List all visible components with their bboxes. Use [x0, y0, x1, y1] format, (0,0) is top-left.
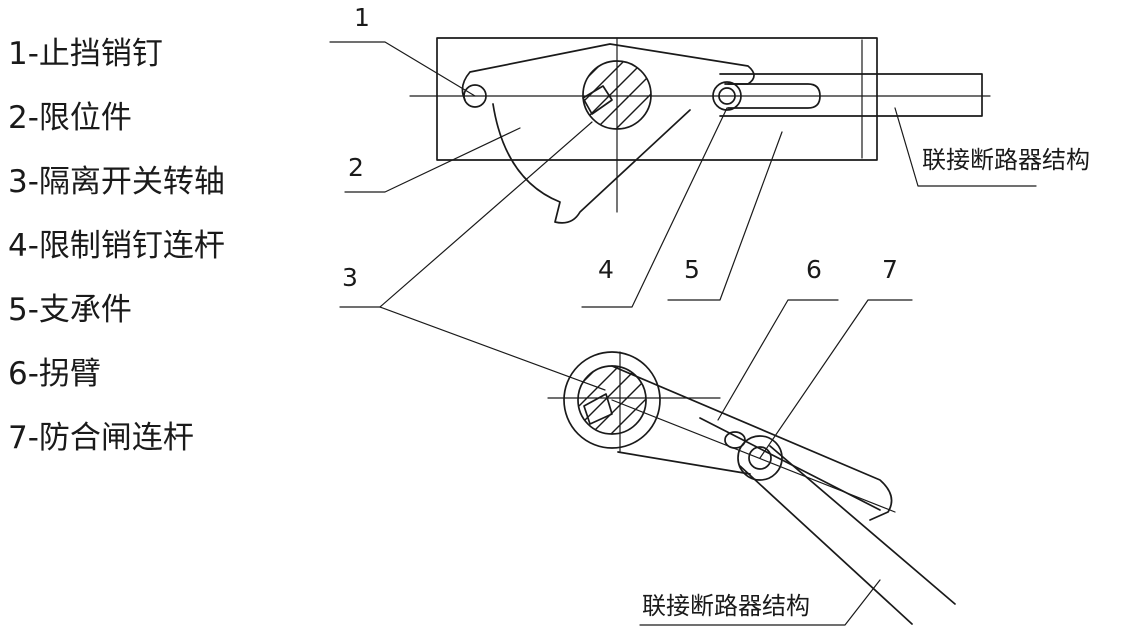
leader-3b: [379, 306, 606, 391]
shaft-top-notch: [582, 85, 613, 115]
crank-arm: [611, 365, 893, 521]
anti-closing-link: [739, 445, 956, 625]
callout-1: 1: [354, 3, 370, 32]
leader-bottom-caption: [639, 579, 881, 626]
limit-pin-core: [718, 87, 736, 105]
limit-pin: [712, 81, 742, 111]
limit-plate: [461, 43, 755, 224]
callout-6: 6: [806, 255, 822, 284]
callout-2: 2: [348, 153, 364, 182]
legend-item: 4-限制销钉连杆: [8, 228, 225, 264]
legend-item: 1-止挡销钉: [8, 36, 163, 72]
leader-7: [759, 299, 913, 459]
leader-3a: [339, 121, 593, 308]
leader-lines: [329, 41, 1037, 626]
top-assembly: [409, 37, 991, 224]
leader-4: [581, 107, 728, 308]
legend-item: 2-限位件: [8, 100, 132, 136]
shaft-top: [582, 60, 652, 130]
shaft-bottom: [577, 365, 647, 435]
shaft-top-hatch: [583, 61, 651, 129]
legend-item: 7-防合闸连杆: [8, 420, 194, 456]
caption-bottom: 联接断路器结构: [642, 592, 810, 620]
legend-item: 5-支承件: [8, 292, 132, 328]
link-axis: [611, 399, 896, 513]
leader-top-caption: [894, 107, 1037, 187]
legend-item: 6-拐臂: [8, 356, 101, 392]
pivot-pin: [748, 446, 772, 470]
shaft-bottom-outer: [563, 351, 661, 449]
leader-2: [344, 127, 521, 193]
support-frame: [436, 37, 878, 161]
shaft-bottom-notch: [583, 393, 613, 425]
callout-5: 5: [684, 255, 700, 284]
stop-pin: [463, 84, 487, 108]
pin-link-slot: [727, 83, 821, 109]
callout-7: 7: [882, 255, 898, 284]
shaft-bottom-hatch: [578, 366, 646, 434]
bottom-assembly: [547, 351, 956, 625]
pivot-lug: [724, 431, 746, 449]
parts-legend: 1-止挡销钉 2-限位件 3-隔离开关转轴 4-限制销钉连杆 5-支承件 6-拐…: [8, 22, 225, 470]
callout-4: 4: [598, 255, 614, 284]
caption-top: 联接断路器结构: [922, 146, 1090, 174]
leader-1: [329, 41, 476, 97]
legend-item: 3-隔离开关转轴: [8, 164, 225, 200]
breaker-rod: [719, 73, 983, 117]
leader-5: [667, 131, 783, 301]
leader-6: [717, 299, 839, 421]
callout-3: 3: [342, 263, 358, 292]
pivot-outer: [737, 435, 783, 481]
